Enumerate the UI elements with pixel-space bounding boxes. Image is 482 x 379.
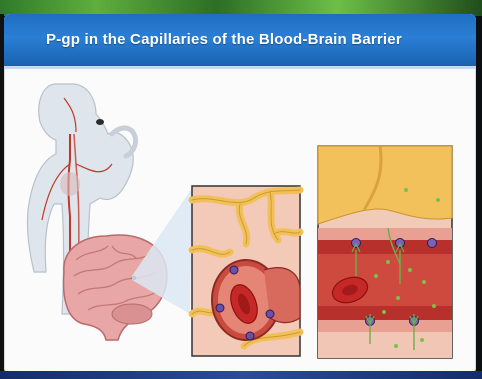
barrier-detail-inset [318, 146, 452, 358]
capillary-inset [192, 186, 300, 356]
blood-brain-barrier-illustration [4, 14, 476, 374]
bottom-window-strip [0, 371, 482, 379]
slide-panel: P-gp in the Capillaries of the Blood-Bra… [4, 14, 476, 374]
